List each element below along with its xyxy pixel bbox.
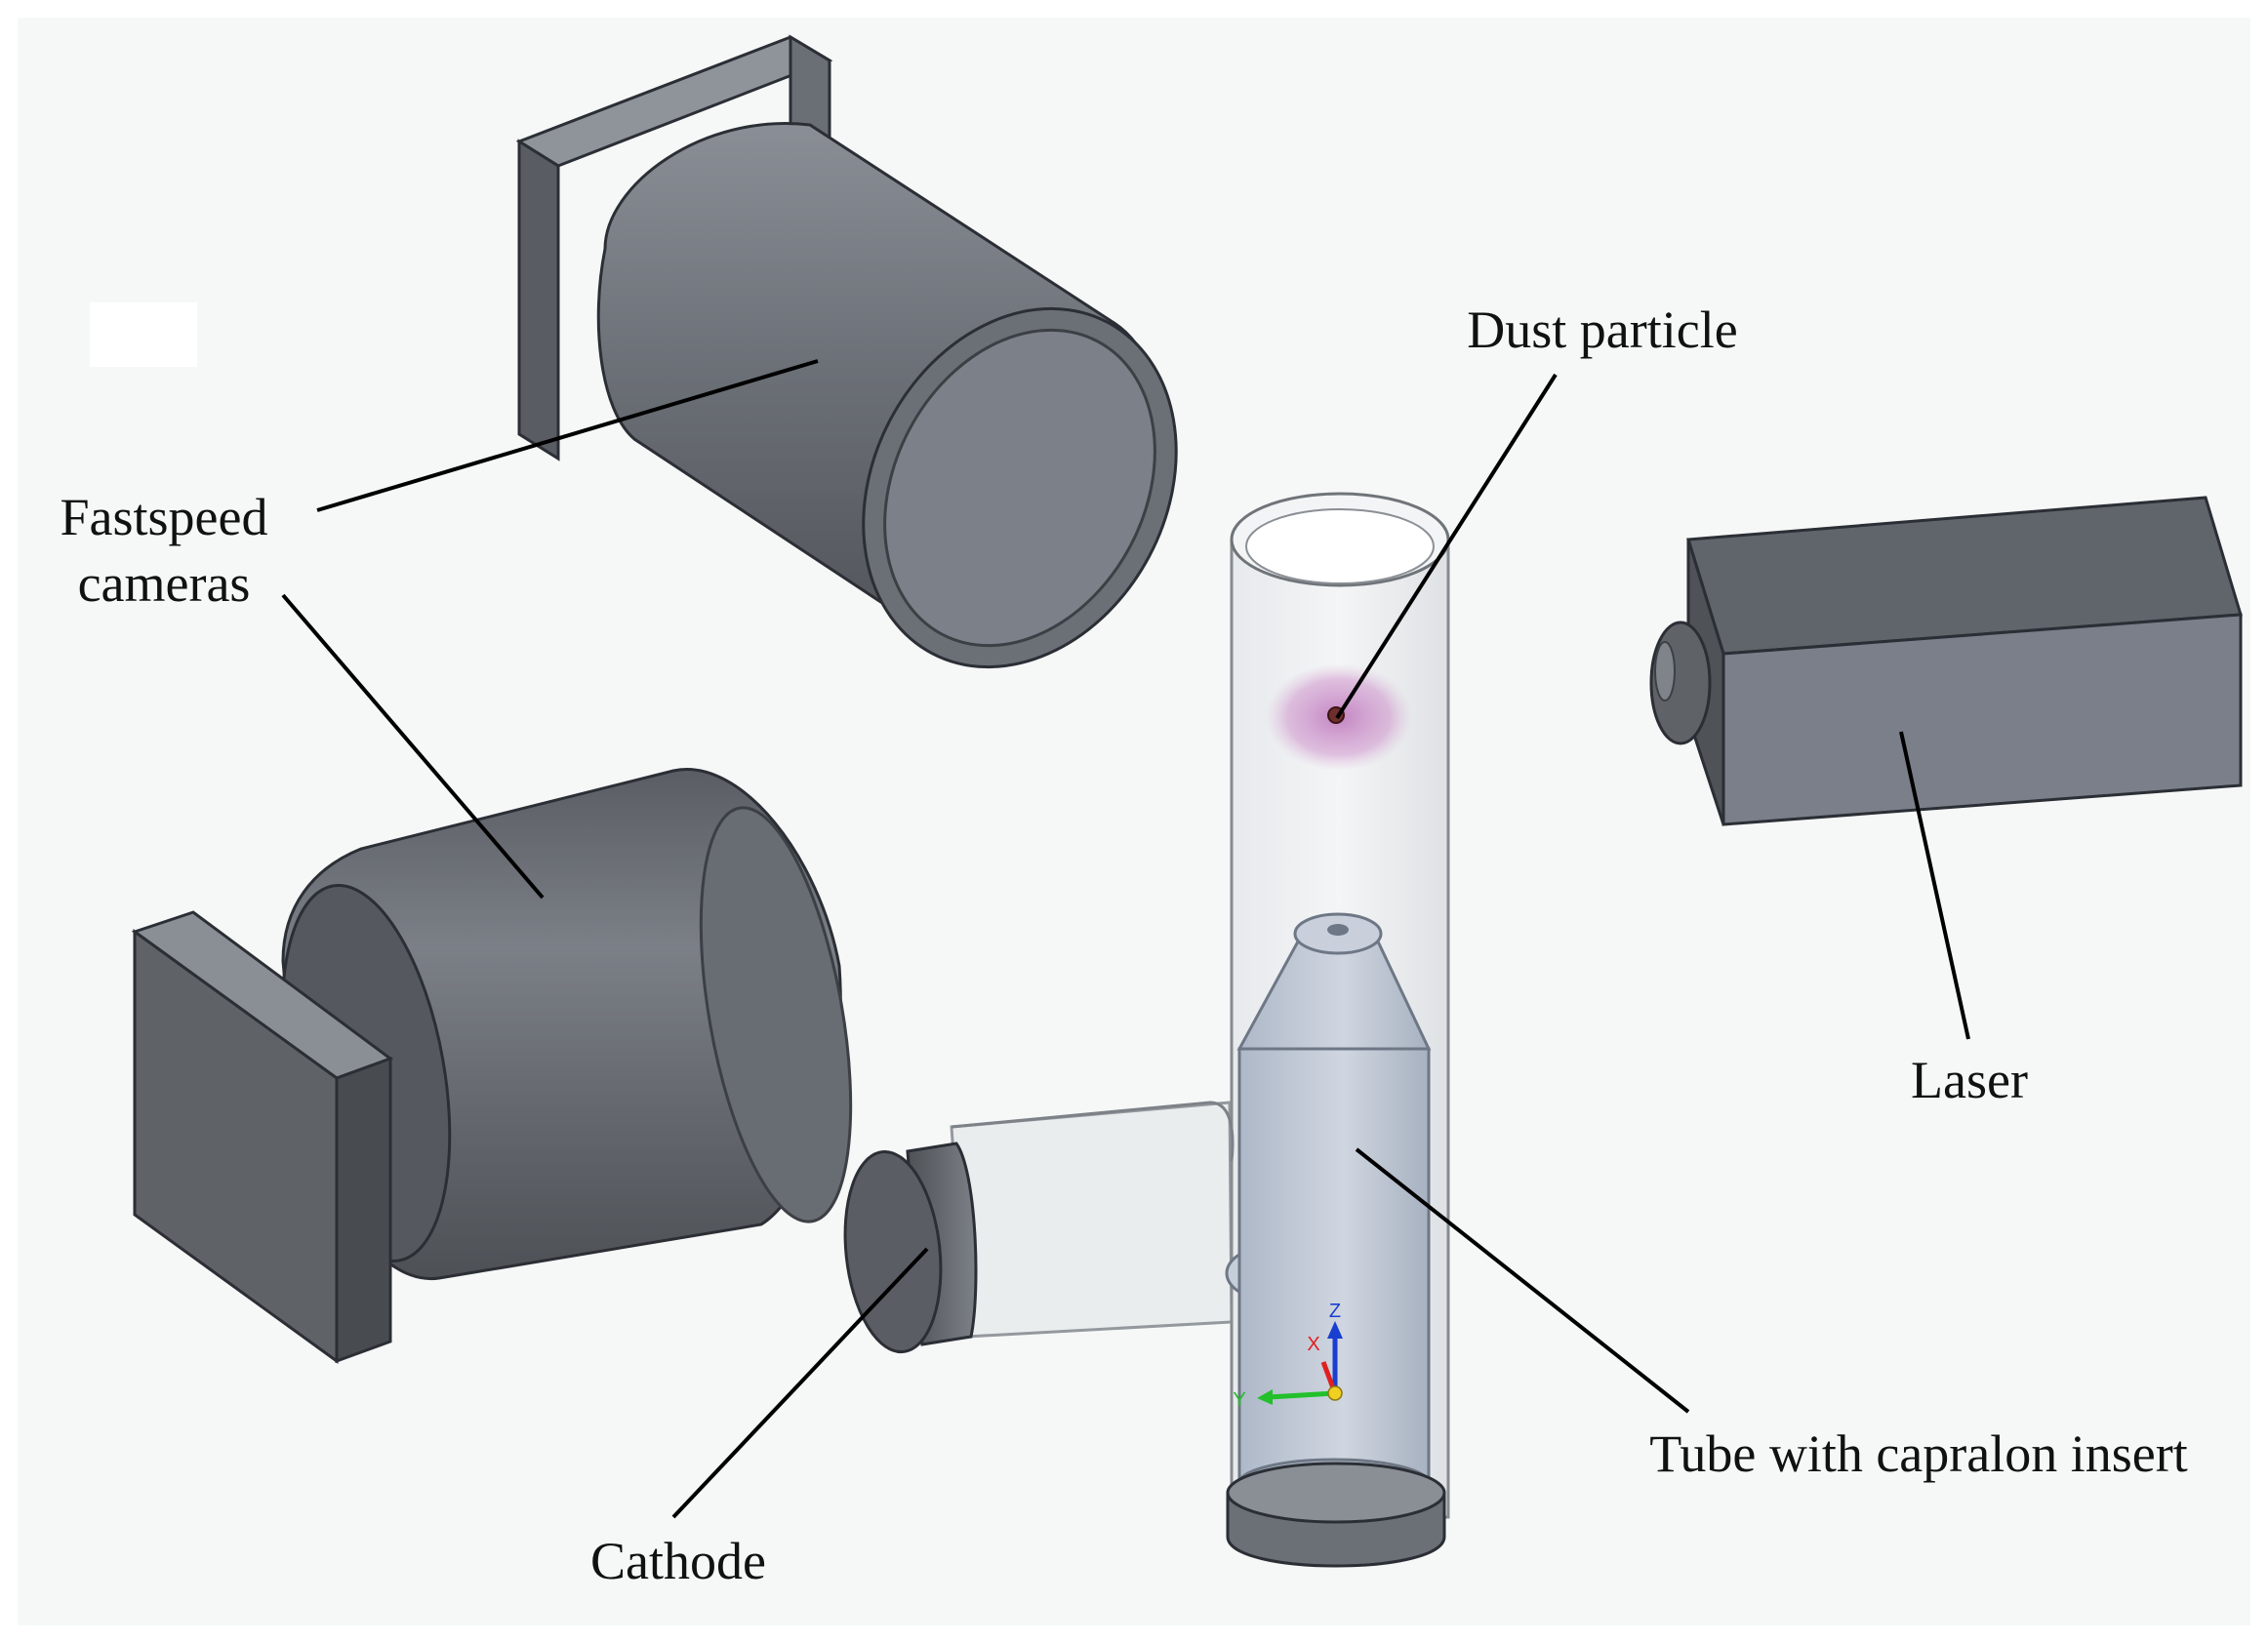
insert-cylinder <box>1237 1047 1431 1485</box>
capralon-insert <box>1236 912 1432 1508</box>
lower-camera-end-face <box>699 806 853 1223</box>
leader-camera-lower <box>281 593 545 900</box>
axis-y-line <box>1268 1390 1336 1400</box>
cathode <box>843 1142 978 1354</box>
label-fastspeed-line2: cameras <box>78 554 251 613</box>
axis-y-label: Y <box>1233 1389 1245 1411</box>
leader-lines <box>281 359 1970 1519</box>
leader-dust-particle <box>1335 373 1558 720</box>
leader-tube <box>1355 1147 1690 1414</box>
axis-x-label: X <box>1307 1334 1319 1355</box>
axis-y-arrowhead <box>1257 1389 1273 1405</box>
axis-origin <box>1327 1385 1343 1401</box>
insert-cone-hole <box>1327 924 1349 936</box>
upper-camera-mount-front <box>517 139 560 461</box>
horizontal-tube-body <box>950 1101 1234 1339</box>
tube-base <box>1226 1462 1446 1568</box>
upper-fastspeed-camera <box>515 34 1178 669</box>
lower-fastspeed-camera <box>131 768 853 1364</box>
leader-cathode <box>671 1247 929 1519</box>
upper-camera-lens-face <box>883 328 1156 648</box>
label-laser: Laser <box>1911 1051 2028 1109</box>
axis-z-arrowhead <box>1327 1321 1343 1339</box>
label-tube-with-capralon-insert: Tube with capralon insert <box>1649 1424 2187 1483</box>
labels: Fastspeed cameras Dust particle Laser Tu… <box>61 301 2188 1590</box>
background <box>18 18 2250 1625</box>
horizontal-tube-top-edge <box>951 1101 1235 1162</box>
lower-camera-mount-side <box>335 1056 392 1364</box>
vertical-tube-top-inner <box>1245 508 1435 584</box>
tube-base-top <box>1226 1462 1446 1524</box>
label-cathode: Cathode <box>590 1532 766 1590</box>
laser-aperture-inner <box>1654 641 1676 701</box>
cathode-face <box>843 1149 943 1354</box>
blank-patch <box>90 302 197 367</box>
label-fastspeed-line1: Fastspeed <box>61 488 268 546</box>
leader-camera-upper <box>316 359 819 512</box>
laser-side-face <box>1721 613 2243 826</box>
label-dust-particle: Dust particle <box>1467 301 1737 359</box>
axis-z-label: Z <box>1329 1301 1341 1322</box>
leader-laser <box>1899 731 1970 1040</box>
laser <box>1649 496 2243 826</box>
axis-triad: Z X Y <box>1233 1301 1343 1411</box>
